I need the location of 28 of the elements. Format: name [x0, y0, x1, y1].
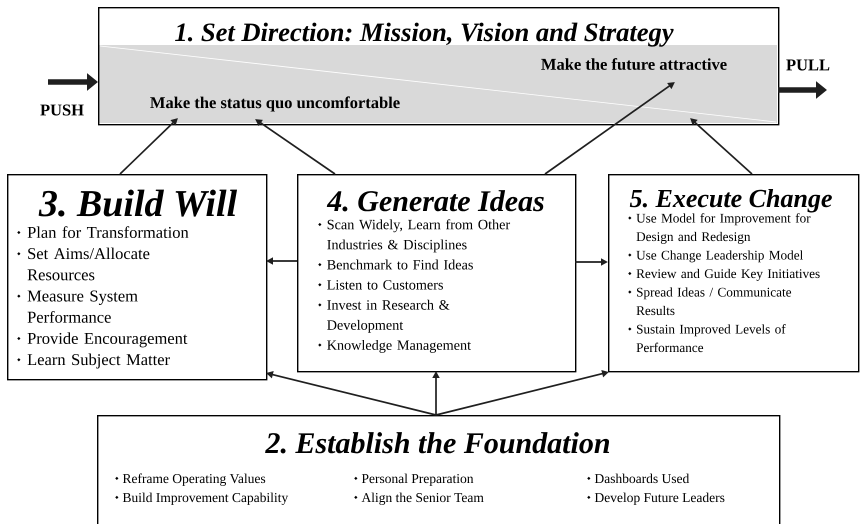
bullet-item: Align the Senior Team: [354, 492, 484, 505]
box-text: Make the future attractive: [541, 58, 727, 70]
bullet-item: Measure System Performance: [17, 290, 138, 323]
bullet-item: Listen to Customers: [318, 280, 443, 290]
bullet-item: Sustain Improved Levels of Performance: [628, 324, 786, 352]
bullet-item: Scan Widely, Learn from Other Industries & Disciplines: [318, 219, 510, 252]
bullet-item: Knowledge Management: [318, 340, 471, 353]
bullet-item: Use Change Leadership Model: [628, 250, 803, 262]
bullet-item: Invest in Research & Development: [318, 300, 450, 333]
bullet-item: Benchmark to Find Ideas: [318, 260, 473, 270]
box-heading: 1. Set Direction: Mission, Vision and Strategy: [175, 22, 674, 47]
bullet-item: Spread Ideas / Communicate Results: [628, 287, 792, 316]
bullet-item: Use Model for Improvement for Design and Redesign: [628, 213, 810, 244]
bullet-item: Provide Encouragement: [17, 332, 188, 348]
bullet-item: Learn Subject Matter: [17, 354, 170, 369]
box-heading: 5. Execute Change: [630, 188, 832, 213]
bullet-item: Build Improvement Capability: [115, 492, 288, 505]
bullet-item: Plan for Transformation: [17, 226, 188, 238]
box-heading: 4. Generate Ideas: [326, 190, 544, 212]
box-text: Make the status quo uncomfortable: [150, 96, 400, 112]
bullet-item: Dashboards Used: [587, 474, 690, 484]
bullet-item: Review and Guide Key Initiatives: [628, 268, 820, 281]
box-heading: 3. Build Will: [38, 190, 238, 217]
box-heading: 2. Establish the Foundation: [265, 432, 610, 454]
bullet-item: Personal Preparation: [354, 474, 474, 486]
bullet-item: Reframe Operating Values: [115, 474, 266, 486]
bullet-item: Set Aims/Allocate Resources: [17, 248, 150, 280]
bullet-item: Develop Future Leaders: [587, 492, 724, 505]
